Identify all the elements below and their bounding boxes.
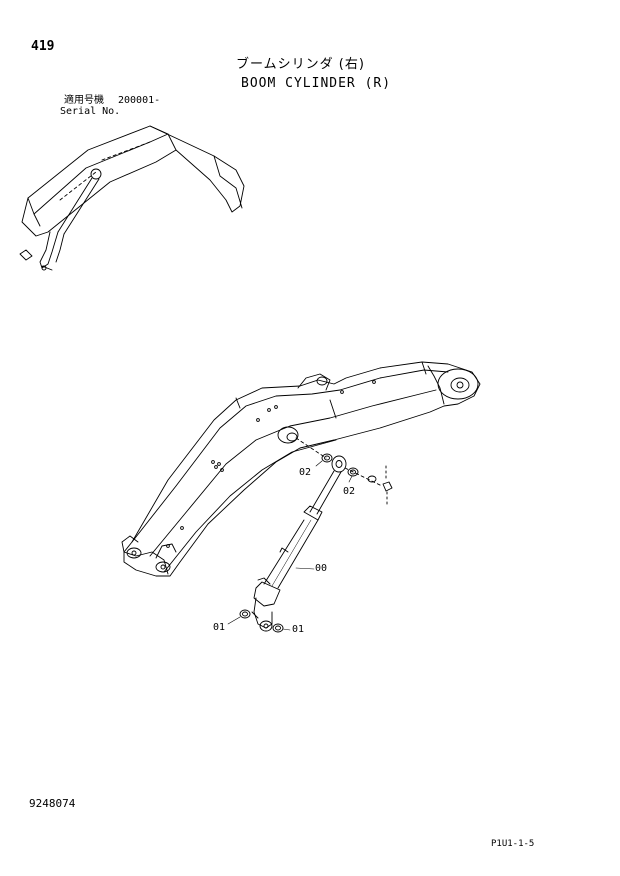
leader-lines xyxy=(227,460,353,631)
locator-view xyxy=(19,125,245,271)
callout-01-right: 01 xyxy=(292,624,305,635)
callout-01-left: 01 xyxy=(213,622,226,633)
bushings xyxy=(239,453,393,633)
cylinder-mount-boss xyxy=(277,426,327,459)
boom-cylinder xyxy=(251,455,347,632)
callout-02-right: 02 xyxy=(343,486,356,497)
serial-label-japanese: 適用号機 xyxy=(64,95,104,106)
serial-range: 200001- xyxy=(118,95,161,106)
callout-02-left: 02 xyxy=(299,467,312,478)
title-japanese: ブームシリンダ (右) xyxy=(236,57,365,72)
callout-00: 00 xyxy=(315,563,328,574)
document-number: 9248074 xyxy=(29,797,76,810)
page-code: P1U1-1-5 xyxy=(491,839,535,849)
page-number: 419 xyxy=(31,39,55,54)
boom-body xyxy=(121,361,481,577)
serial-label-english: Serial No. xyxy=(60,106,121,117)
title-english: BOOM CYLINDER (R) xyxy=(241,76,392,91)
